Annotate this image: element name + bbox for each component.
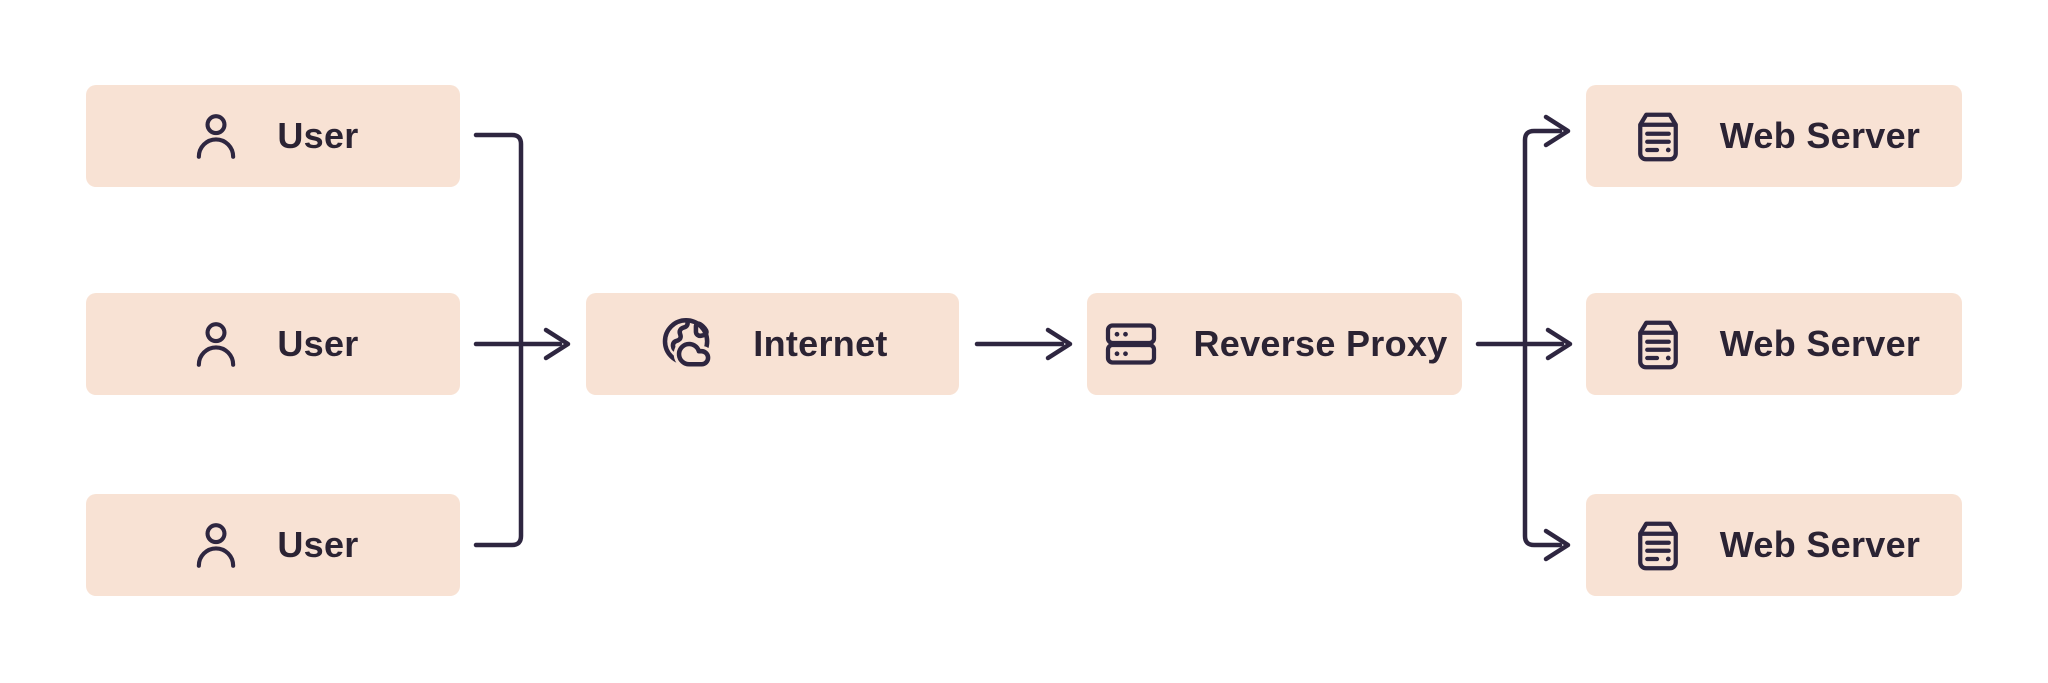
person-icon [187,315,245,373]
node-web-server-3: Web Server [1586,494,1962,596]
server-tower-icon [1628,515,1688,575]
node-web-server-1: Web Server [1586,85,1962,187]
edge-users-bus [473,132,524,548]
arrowhead-to-internet [543,327,571,361]
node-user-1: User [86,85,460,187]
node-user-3: User [86,494,460,596]
node-internet: Internet [586,293,959,395]
arrowhead-to-web1 [1543,114,1571,148]
arrowhead-to-web2 [1545,327,1573,361]
node-label: Internet [753,323,888,364]
arrowhead-to-web3 [1543,528,1571,562]
node-label: User [277,524,359,565]
node-web-server-2: Web Server [1586,293,1962,395]
node-label: Reverse Proxy [1193,323,1448,364]
server-tower-icon [1628,106,1688,166]
node-label: User [277,115,359,156]
node-label: User [277,323,359,364]
node-label: Web Server [1719,115,1921,156]
person-icon [187,107,245,165]
node-label: Web Server [1719,323,1921,364]
edge-proxy-bus [1522,128,1563,548]
server-rack-icon [1101,314,1161,374]
arrowhead-to-proxy [1045,327,1073,361]
globe-cloud-icon [657,312,721,376]
node-label: Web Server [1719,524,1921,565]
person-icon [187,516,245,574]
node-reverse-proxy: Reverse Proxy [1087,293,1462,395]
server-tower-icon [1628,314,1688,374]
node-user-2: User [86,293,460,395]
